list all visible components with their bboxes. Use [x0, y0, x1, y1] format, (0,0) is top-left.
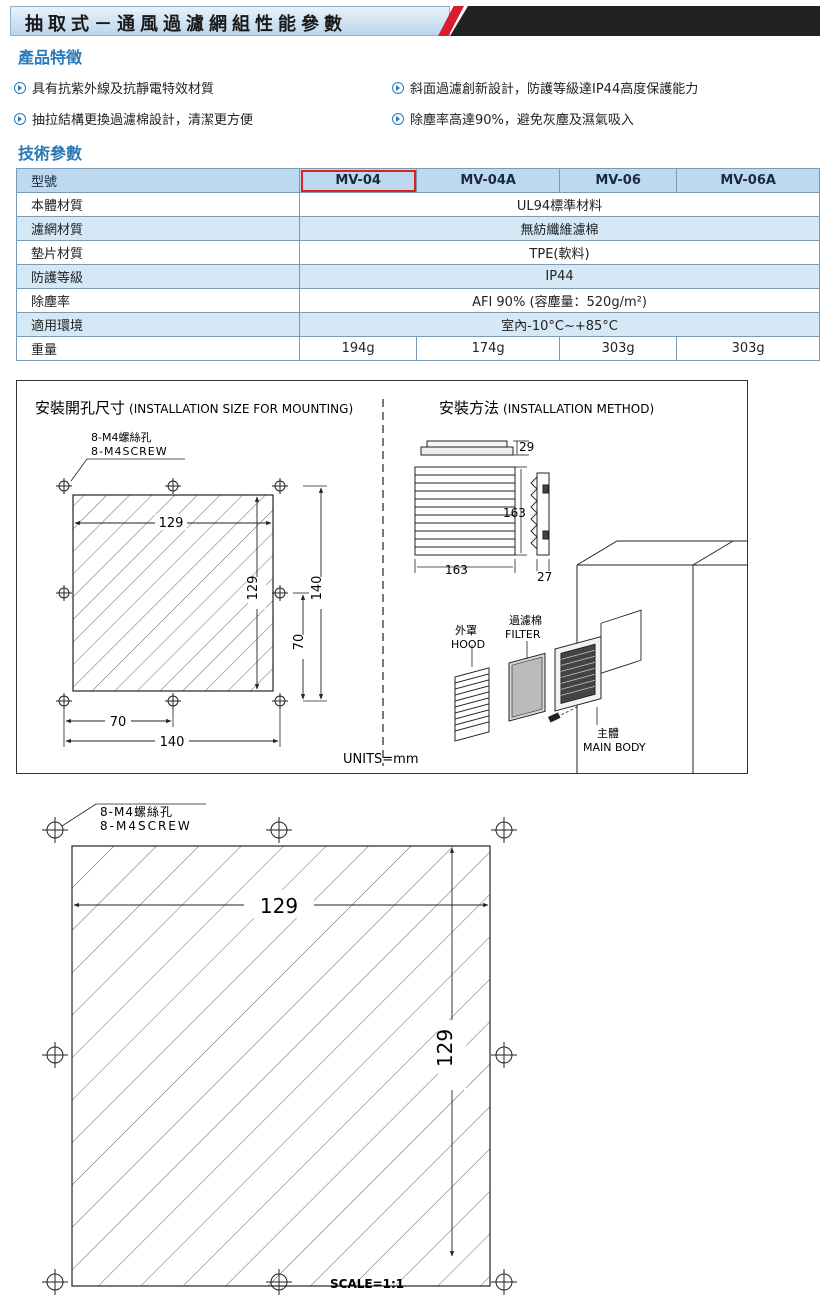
- dim-140-horizontal: 140: [65, 709, 281, 750]
- installation-panel: 安裝開孔尺寸(INSTALLATION SIZE FOR MOUNTING) 安…: [16, 380, 748, 774]
- screw-hole-icon: [165, 478, 181, 494]
- screw-hole-icon: [272, 693, 288, 709]
- screw-hole-icon: [491, 1042, 517, 1068]
- bullet-arrow-icon: [392, 82, 404, 94]
- header-banner: 抽取式－通風過濾網組性能參數: [10, 6, 820, 36]
- screw-hole-icon: [272, 478, 288, 494]
- specs-heading: 技術參數: [18, 144, 83, 163]
- feature-item: 斜面過濾創新設計，防護等級達IP44高度保護能力: [392, 78, 698, 97]
- svg-text:129: 129: [246, 576, 261, 601]
- screw-hole-icon: [42, 1042, 68, 1068]
- bullet-arrow-icon: [14, 113, 26, 125]
- dim-70-vertical: 70: [292, 592, 312, 700]
- screw-hole-icon: [266, 1269, 292, 1295]
- feature-item: 抽拉結構更換過濾棉設計，清潔更方便: [14, 109, 253, 128]
- model-mv04: MV-04: [298, 168, 418, 193]
- template-screw-en: 8-M4SCREW: [100, 819, 192, 833]
- screw-label-cn: 8-M4螺絲孔: [91, 430, 151, 444]
- feature-item: 除塵率高達90%，避免灰塵及濕氣吸入: [392, 109, 634, 128]
- table-header-row: 型號 MV-04 MV-04A MV-06 MV-06A: [16, 168, 820, 193]
- template-screw-cn: 8-M4螺絲孔: [100, 804, 173, 819]
- model-mv06a: MV-06A: [676, 168, 820, 193]
- dim-163-vertical: 163: [503, 506, 526, 520]
- installation-diagram: 安裝開孔尺寸(INSTALLATION SIZE FOR MOUNTING) 安…: [35, 399, 747, 773]
- method-diagram: [414, 440, 747, 773]
- screw-hole-icon: [491, 1269, 517, 1295]
- model-label: 型號: [16, 168, 300, 193]
- svg-text:140: 140: [310, 576, 325, 601]
- hood-label-cn: 外罩: [455, 624, 477, 637]
- model-mv04a: MV-04A: [416, 168, 560, 193]
- dim-29: 29: [519, 440, 534, 454]
- page-title: 抽取式－通風過濾網組性能參數: [25, 14, 347, 35]
- screw-hole-icon: [272, 585, 288, 601]
- filter-label-cn: 過濾棉: [509, 613, 542, 627]
- table-row: 適用環境室內-10°C~+85°C: [16, 312, 820, 337]
- screw-label-en: 8-M4SCREW: [91, 445, 168, 458]
- svg-text:129: 129: [260, 894, 298, 918]
- template-dim-129-vertical: 129: [433, 847, 466, 1257]
- banner-dark-block: [450, 6, 820, 36]
- svg-text:129: 129: [159, 516, 184, 531]
- table-row: 濾網材質無紡纖維濾棉: [16, 216, 820, 241]
- hood-label-en: HOOD: [451, 638, 485, 651]
- dim-163-horizontal: 163: [445, 563, 468, 577]
- feature-item: 具有抗紫外線及抗靜電特效材質: [14, 78, 214, 97]
- screw-hole-icon: [56, 585, 72, 601]
- screw-hole-icon: [42, 817, 68, 843]
- bullet-arrow-icon: [392, 113, 404, 125]
- screw-hole-icon: [165, 693, 181, 709]
- model-mv06: MV-06: [558, 168, 678, 193]
- body-label-cn: 主體: [597, 727, 619, 740]
- dim-129-vertical: 129: [246, 496, 266, 690]
- screw-hole-icon: [266, 817, 292, 843]
- dim-70-horizontal: 70: [63, 709, 174, 747]
- dim-129-horizontal: 129: [74, 514, 272, 531]
- template-cutout: [71, 845, 491, 1287]
- dim-27: 27: [537, 570, 552, 584]
- screw-hole-icon: [42, 1269, 68, 1295]
- svg-text:140: 140: [160, 735, 185, 750]
- template-dim-129-horizontal: 129: [73, 890, 489, 918]
- svg-text:70: 70: [110, 715, 127, 730]
- body-label-en: MAIN BODY: [583, 741, 646, 754]
- scale-label: SCALE=1:1: [330, 1277, 404, 1291]
- filter-label-en: FILTER: [505, 628, 541, 641]
- features-heading: 產品特徵: [18, 48, 83, 67]
- banner-blue-block: 抽取式－通風過濾網組性能參數: [10, 6, 450, 36]
- table-row-weight: 重量 194g 174g 303g 303g: [16, 336, 820, 361]
- screw-holes: [56, 478, 288, 709]
- method-title: 安裝方法(INSTALLATION METHOD): [439, 399, 654, 417]
- scale-template: 8-M4螺絲孔 8-M4SCREW 129 129 SCALE=1:1: [42, 803, 517, 1295]
- mounting-title: 安裝開孔尺寸(INSTALLATION SIZE FOR MOUNTING): [35, 399, 353, 417]
- screw-hole-icon: [56, 693, 72, 709]
- svg-text:70: 70: [292, 634, 307, 651]
- screw-hole-icon: [56, 478, 72, 494]
- dim-140-vertical: 140: [303, 485, 330, 702]
- units-label: UNITS=mm: [343, 752, 419, 767]
- screw-hole-icon: [491, 817, 517, 843]
- bullet-arrow-icon: [14, 82, 26, 94]
- svg-text:129: 129: [433, 1029, 457, 1067]
- template-screw-holes: [42, 817, 517, 1295]
